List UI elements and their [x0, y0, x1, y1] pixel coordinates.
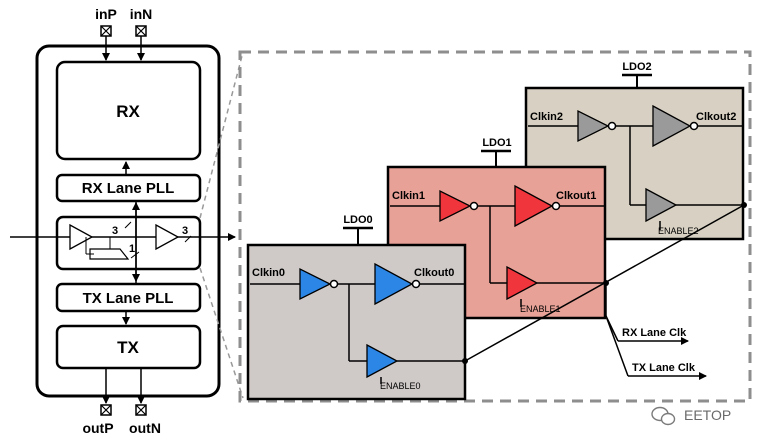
outn-label: outN: [129, 420, 161, 436]
clkout2-label: Clkout2: [696, 111, 736, 123]
bus-width-label: 3: [182, 225, 188, 237]
slice0-enable-buffer-icon: [366, 343, 399, 379]
slice1-output-buffer-icon: [514, 184, 554, 228]
enable0-label: ENABLE0: [380, 381, 421, 391]
ldo0-label: LDO0: [343, 214, 372, 226]
clkin0-label: Clkin0: [252, 267, 285, 279]
slice0-output-buffer-icon: [374, 262, 414, 306]
slice0-box: [246, 243, 467, 401]
slice0-inverter-icon: [299, 267, 332, 301]
tx-label: TX: [117, 338, 139, 357]
input-buffer-icon: [69, 223, 94, 251]
slice2-output-buffer-icon: [652, 104, 692, 148]
outp-label: outP: [82, 420, 113, 436]
enable2-label: ENABLE2: [658, 226, 699, 236]
output-buffer-icon: [155, 223, 180, 251]
clkout0-label: Clkout0: [414, 267, 454, 279]
ldo2-label: LDO2: [622, 61, 651, 73]
inp-label: inP: [95, 6, 117, 22]
slice1-inverter-icon: [439, 189, 472, 223]
tx-lane-pll-block: [55, 282, 202, 313]
bus-width-label: 1: [129, 243, 135, 255]
detail-frame: [238, 50, 752, 403]
input-pins: inP inN: [95, 6, 153, 61]
clkin1-label: Clkin1: [392, 190, 425, 202]
zoom-line-bottom: [199, 267, 244, 399]
rx-lane-clk-label: RX Lane Clk: [622, 327, 687, 339]
enable-bus: RX Lane Clk TX Lane Clk: [464, 204, 745, 380]
rx-label: RX: [116, 102, 140, 121]
watermark-text: EETOP: [684, 407, 731, 423]
rx-lane-pll-block: [55, 173, 202, 203]
clkout1-label: Clkout1: [556, 190, 596, 202]
clock-slice-0: LDO0 Clkin0 Clkout0 ENABLE0: [246, 214, 468, 401]
rx-block: [55, 60, 202, 161]
output-pins: outP outN: [82, 368, 161, 436]
tx-lane-pll-label: TX Lane PLL: [83, 290, 174, 307]
bus-width-label: 3: [112, 225, 118, 237]
slice1-enable-buffer-icon: [506, 265, 539, 301]
tx-block: [55, 324, 202, 370]
clkin2-label: Clkin2: [530, 111, 563, 123]
rx-lane-pll-label: RX Lane PLL: [82, 180, 175, 197]
watermark: EETOP: [651, 406, 731, 426]
enable1-label: ENABLE1: [520, 304, 561, 314]
clock-buffer-block: 3 3 1: [10, 201, 236, 283]
slice2-enable-buffer-icon: [645, 187, 678, 223]
tx-lane-clk-label: TX Lane Clk: [632, 362, 696, 374]
zoom-line-top: [199, 51, 244, 219]
slice2-inverter-icon: [577, 109, 610, 143]
wechat-icon: [651, 406, 676, 426]
serdes-block: inP inN RX RX Lane PLL 3 3 1: [10, 6, 236, 436]
ldo1-label: LDO1: [482, 137, 511, 149]
inn-label: inN: [130, 6, 153, 22]
